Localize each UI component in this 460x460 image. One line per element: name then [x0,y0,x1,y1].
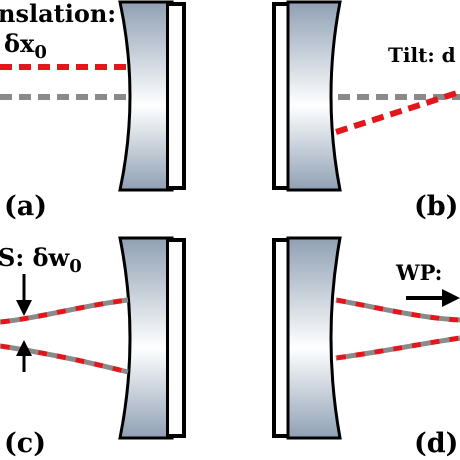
panel-label-a: (a) [4,191,47,222]
beam-d-upper-red [335,297,460,323]
mirror-d [272,236,342,440]
beam-d-lower-gray [335,335,460,361]
panel-b: Tilt: d (b) [272,0,460,222]
beam-c-lower-gray [0,343,129,375]
annotation-a-line1: nslation: [0,0,116,28]
panel-d: WP: (d) [272,236,460,459]
panel-label-b: (b) [414,191,458,222]
annotation-d: WP: [395,260,442,285]
beam-c-upper-gray [0,297,129,325]
waist-arrows-c [16,274,32,372]
mirror-b [272,0,342,192]
annotation-c-symbol: δw [33,243,71,272]
red-beam-b [335,89,460,135]
mirror-c [118,236,186,440]
beam-d-upper-gray [335,297,460,323]
annotation-c-prefix: S: [0,243,33,272]
annotation-c-subscript: 0 [69,256,82,277]
panel-label-d: (d) [414,428,458,459]
panel-a: nslation: δx0 (a) [0,0,186,222]
annotation-a-line2: δx0 [4,29,47,63]
beam-d-lower-red [335,335,460,361]
panel-c: S: δw0 (c) [0,236,186,459]
annotation-a-symbol: δx [4,29,35,58]
annotation-a-subscript: 0 [34,42,47,63]
annotation-c: S: δw0 [0,243,82,277]
panel-label-c: (c) [4,428,46,459]
mirror-a [118,0,186,192]
annotation-b: Tilt: d [388,43,456,67]
shift-arrow-d [406,289,460,307]
